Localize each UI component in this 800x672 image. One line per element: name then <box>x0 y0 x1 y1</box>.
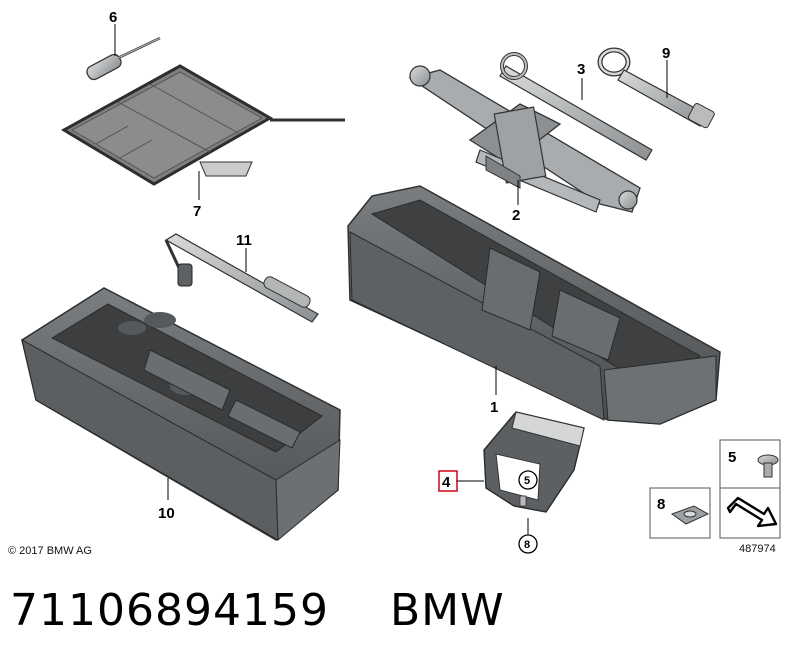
holder-bracket-part <box>483 411 585 513</box>
callout-6: 6 <box>109 9 117 26</box>
callout-4: 4 <box>442 474 451 491</box>
car-jack-part <box>408 65 641 213</box>
callout-3: 3 <box>577 61 585 78</box>
part-number: 71106894159 <box>10 585 329 636</box>
callout-2: 2 <box>512 207 520 224</box>
foam-tray-small-part <box>21 287 341 542</box>
jack-crank-part <box>499 52 653 161</box>
callout-11: 11 <box>236 232 252 249</box>
callout-1: 1 <box>490 399 498 416</box>
brand-name: BMW <box>389 585 505 636</box>
tool-bag-part <box>60 64 345 186</box>
clip-nut-part <box>670 505 710 525</box>
screwdriver-part <box>86 36 161 81</box>
copyright-notice: © 2017 BMW AG <box>8 545 92 557</box>
callout-7: 7 <box>193 203 201 220</box>
circle-callout-8: 8 <box>518 534 538 554</box>
circle-callout-5: 5 <box>518 470 538 490</box>
diagram-number: 487974 <box>739 543 776 555</box>
wrench-part <box>164 233 319 323</box>
circle-callout-5-label: 5 <box>524 475 530 487</box>
part-number-line: 71106894159 BMW <box>10 585 505 636</box>
foam-tray-large-part <box>347 185 721 425</box>
direction-arrow-icon <box>726 496 778 528</box>
screw-part <box>757 454 779 478</box>
box-callout-8: 8 <box>657 496 665 513</box>
callout-9: 9 <box>662 45 670 62</box>
box-callout-5: 5 <box>728 449 736 466</box>
highlight-box <box>438 470 458 492</box>
fastener-detail-panel: 5 8 <box>649 439 781 539</box>
circle-callout-8-label: 8 <box>524 539 530 551</box>
callout-10: 10 <box>158 505 175 522</box>
towing-eye-part <box>597 47 715 129</box>
